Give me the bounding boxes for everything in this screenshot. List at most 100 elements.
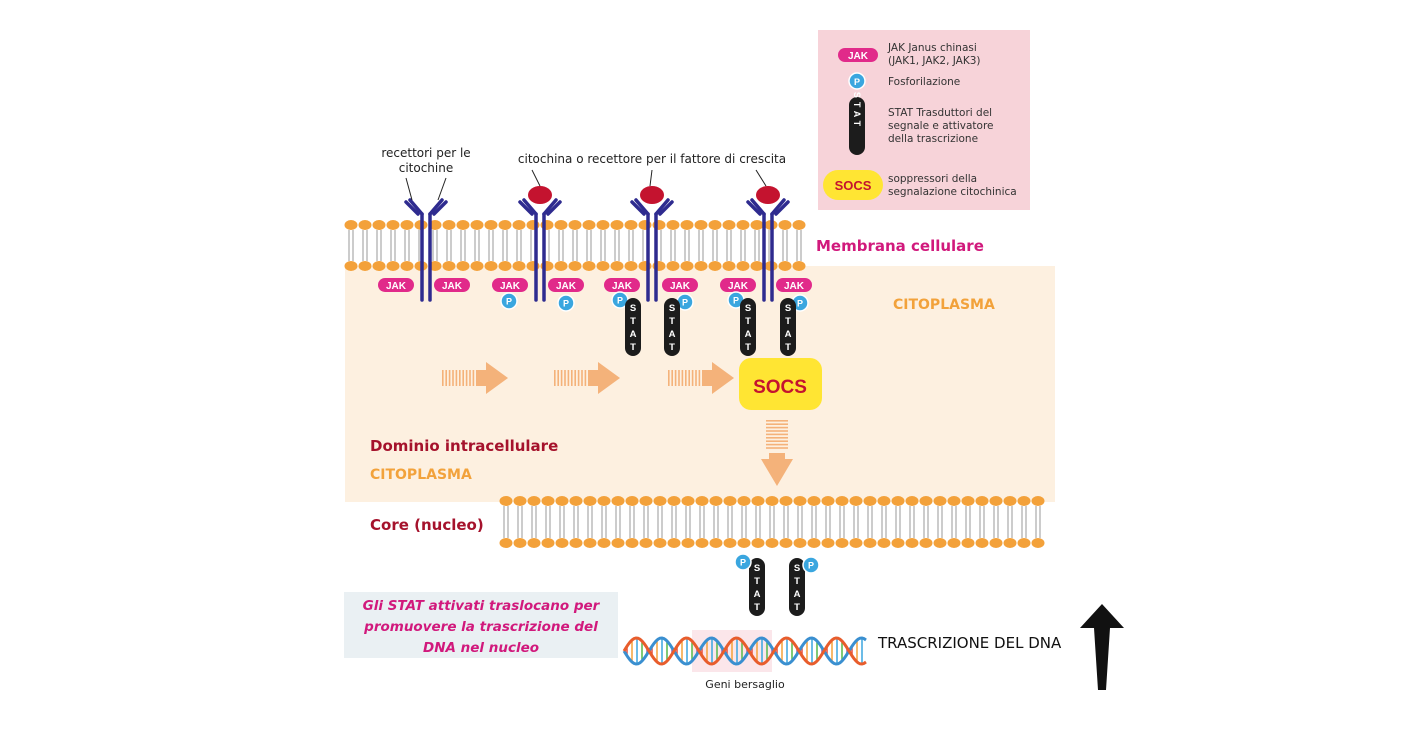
cytoplasm-label-top: CITOPLASMA	[893, 297, 995, 313]
stat-letter: A	[794, 589, 801, 600]
stat-letter: T	[785, 316, 791, 327]
jak-badge	[492, 278, 528, 292]
arrow-stripe	[445, 370, 447, 386]
lipid-head	[877, 496, 891, 506]
receptor-arm	[522, 198, 538, 216]
lipid-head	[611, 496, 625, 506]
lipid-head	[456, 220, 470, 230]
lipid-head	[863, 538, 877, 548]
arrow-stripe	[678, 370, 680, 386]
receptor-arm	[750, 198, 766, 216]
lipid-head	[527, 538, 541, 548]
lipid-head	[512, 220, 526, 230]
lipid-head	[512, 261, 526, 271]
lipid-head	[863, 496, 877, 506]
lipid-head	[849, 538, 863, 548]
receptor-arm	[546, 200, 562, 216]
lipid-head	[499, 496, 513, 506]
lipid-head	[681, 538, 695, 548]
lipid-head	[386, 220, 400, 230]
receptor-arm	[770, 198, 786, 216]
arrow-stripe	[571, 370, 573, 386]
arrow-stripe	[455, 370, 458, 386]
stat-letter: S	[745, 303, 751, 314]
cytokine-pointer-line	[649, 169, 653, 187]
lipid-head	[723, 538, 737, 548]
dna-strand	[622, 636, 867, 666]
note-line-3: DNA nel nucleo	[423, 640, 539, 656]
lipid-head	[442, 261, 456, 271]
arrow-stripe	[577, 370, 580, 386]
lipid-head	[554, 261, 568, 271]
receptors	[404, 186, 790, 302]
legend-stat-badge-label: STAT	[852, 92, 862, 130]
cytokine-pointer-line	[755, 169, 767, 187]
lipid-head	[722, 261, 736, 271]
stat-letter: T	[669, 342, 675, 353]
legend-stat-badge	[849, 97, 865, 155]
lipid-head	[653, 538, 667, 548]
arrow-stripe	[448, 370, 451, 386]
lipid-head	[680, 261, 694, 271]
lipid-head	[877, 538, 891, 548]
arrow-stripe	[674, 370, 677, 386]
stat-letter: T	[794, 602, 800, 613]
receptor-arm	[634, 198, 650, 216]
lipid-head	[344, 261, 358, 271]
lipid-head	[568, 220, 582, 230]
phospho-icon	[500, 292, 518, 310]
jak-badge	[378, 278, 414, 292]
lipid-head	[555, 496, 569, 506]
lipid-head	[386, 261, 400, 271]
lipid-head	[372, 261, 386, 271]
stat-badge	[664, 298, 680, 356]
lipid-head	[499, 538, 513, 548]
lipid-head	[582, 220, 596, 230]
jak-badge	[720, 278, 756, 292]
socs-label: SOCS	[753, 377, 807, 398]
flow-arrow-head	[702, 362, 734, 394]
legend-phospho-badge-label: P	[854, 77, 860, 87]
lipid-head	[779, 538, 793, 548]
legend-jak-text-2: (JAK1, JAK2, JAK3)	[888, 55, 981, 67]
dna-transcription-label: TRASCRIZIONE DEL DNA	[877, 634, 1062, 652]
lipid-head	[442, 220, 456, 230]
lipid-head	[568, 261, 582, 271]
cell-membrane	[344, 220, 806, 271]
cell-membrane-label: Membrana cellulare	[816, 237, 984, 255]
jak-badge	[434, 278, 470, 292]
lipid-head	[919, 496, 933, 506]
stat-letter: T	[669, 316, 675, 327]
receptor-arm	[404, 200, 420, 216]
stat-letter: T	[630, 316, 636, 327]
stat-letter: A	[669, 329, 676, 340]
arrow-stripe	[671, 370, 673, 386]
lipid-head	[765, 496, 779, 506]
receptor-arm	[518, 200, 534, 216]
receptor-arm	[408, 198, 424, 216]
jak-label: JAK	[728, 281, 749, 292]
flow-arrow-head	[761, 453, 793, 486]
cytokine-ligand	[640, 186, 664, 204]
lipid-head	[610, 261, 624, 271]
receptor-arm	[630, 200, 646, 216]
stat-letter: A	[630, 329, 637, 340]
arrow-stripe	[560, 370, 563, 386]
legend-phospho-icon	[848, 72, 866, 90]
lipid-head	[891, 496, 905, 506]
lipid-head	[835, 538, 849, 548]
lipid-head	[625, 538, 639, 548]
receptor-arm	[658, 200, 674, 216]
lipid-head	[947, 538, 961, 548]
lipid-head	[610, 220, 624, 230]
lipid-head	[975, 496, 989, 506]
lipid-head	[1031, 496, 1045, 506]
lipid-head	[933, 538, 947, 548]
phospho-icon	[557, 294, 575, 312]
arrow-stripe	[766, 447, 788, 449]
receptor-arm	[428, 198, 444, 216]
arrow-stripe	[766, 420, 788, 422]
lipid-head	[498, 220, 512, 230]
